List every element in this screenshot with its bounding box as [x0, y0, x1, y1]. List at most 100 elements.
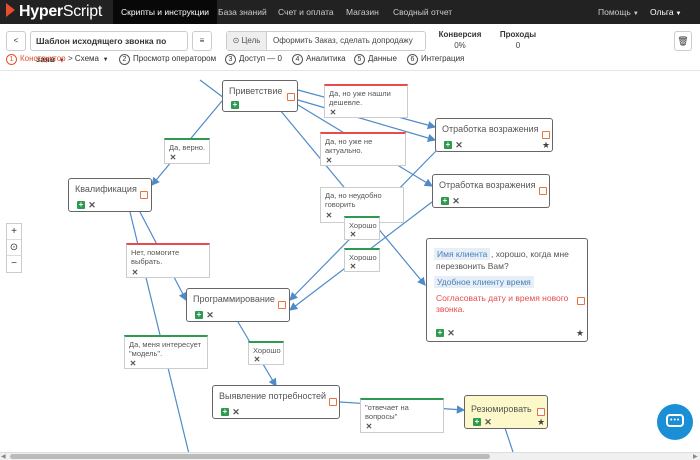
scroll-thumb[interactable] [10, 454, 490, 459]
nav-knowledge-base[interactable]: База знаний [218, 7, 267, 17]
add-icon[interactable]: + [221, 407, 229, 416]
response-yes-found-cheaper[interactable]: Да, но уже нашли дешевле. ✕ [324, 84, 408, 118]
connector-square-icon[interactable] [329, 398, 337, 406]
goal-group[interactable]: ⊙ Цель Оформить Заказ, сделать допродажу [226, 31, 426, 51]
node-programming[interactable]: Программирование + ✕ [186, 288, 290, 322]
step-scheme[interactable]: > Схема ▼ [68, 53, 109, 65]
response-no-help-choose[interactable]: Нет, помогите выбрать. ✕ [126, 243, 210, 278]
add-icon[interactable]: + [473, 417, 481, 426]
star-icon[interactable]: ★ [576, 328, 585, 338]
delete-icon[interactable]: ✕ [329, 108, 337, 117]
zoom-reset-button[interactable]: ⊙ [7, 240, 21, 256]
delete-icon[interactable]: ✕ [447, 328, 455, 338]
response-ok-3[interactable]: Хорошо ✕ [248, 341, 284, 365]
scroll-left-icon[interactable]: ◀ [1, 454, 6, 460]
node-needs-discovery[interactable]: Выявление потребностей + ✕ [212, 385, 340, 419]
add-icon[interactable]: + [441, 196, 449, 205]
trash-icon: 🗑 [677, 36, 689, 46]
connector-square-icon[interactable] [542, 131, 550, 139]
delete-icon[interactable]: ✕ [325, 211, 333, 220]
chat-widget-button[interactable]: ••• [657, 404, 693, 440]
script-select[interactable]: Шаблон исходящего звонка по заяв ▼ [30, 31, 188, 64]
logo[interactable]: HyperScript [6, 3, 102, 21]
step-label: Аналитика [306, 54, 346, 63]
chevron-down-icon: ▼ [101, 57, 109, 63]
response-yes-right[interactable]: Да, верно. ✕ [164, 138, 210, 164]
help-menu[interactable]: Помощь▼ [598, 0, 639, 24]
node-qualification[interactable]: Квалификация + ✕ [68, 178, 152, 212]
variable-chip-client-name[interactable]: Имя клиента [434, 248, 491, 260]
step-label: Интеграция [421, 54, 465, 63]
node-greeting[interactable]: Приветствие + [222, 80, 298, 112]
zoom-in-button[interactable]: + [7, 224, 21, 240]
user-menu[interactable]: Ольга▼ [650, 0, 682, 24]
delete-icon[interactable]: ✕ [169, 153, 177, 162]
callback-instruction-1: Согласовать дату и время нового [436, 293, 569, 303]
star-icon[interactable]: ★ [537, 417, 546, 427]
delete-icon[interactable]: ✕ [455, 140, 463, 150]
variable-chip-convenient-time[interactable]: Удобное клиенту время [434, 276, 534, 288]
step-number: 6 [407, 54, 418, 65]
connector-square-icon[interactable] [539, 187, 547, 195]
delete-icon[interactable]: ✕ [232, 407, 240, 417]
add-icon[interactable]: + [444, 140, 452, 149]
add-icon[interactable]: + [77, 200, 85, 209]
node-objection-2[interactable]: Отработка возражения + ✕ [432, 174, 550, 208]
response-line: Да, но уже нашли [329, 89, 391, 98]
response-yes-not-relevant[interactable]: Да, но уже не актуально. ✕ [320, 132, 406, 166]
delete-icon[interactable]: ✕ [129, 359, 137, 368]
delete-icon[interactable]: ✕ [452, 196, 460, 206]
callback-instruction-2: звонка. [436, 304, 465, 314]
response-ok-1[interactable]: Хорошо ✕ [344, 216, 380, 240]
add-icon[interactable]: + [231, 100, 239, 109]
step-number: 5 [354, 54, 365, 65]
scroll-right-icon[interactable]: ▶ [693, 454, 698, 460]
connector-square-icon[interactable] [287, 93, 295, 101]
response-ok-2[interactable]: Хорошо ✕ [344, 248, 380, 272]
response-answers-questions[interactable]: "отвечает на вопросы" ✕ [360, 398, 444, 433]
delete-icon[interactable]: ✕ [349, 230, 357, 239]
delete-icon[interactable]: ✕ [88, 200, 96, 210]
connector-square-icon[interactable] [577, 297, 585, 305]
delete-icon[interactable]: ✕ [206, 310, 214, 320]
node-summarize[interactable]: Резюмировать + ✕ ★ [464, 395, 548, 429]
delete-icon[interactable]: ✕ [131, 268, 139, 277]
nav-summary-report[interactable]: Сводный отчет [393, 7, 453, 17]
nav-scripts[interactable]: Скрипты и инструкции [113, 0, 217, 24]
connector-square-icon[interactable] [537, 408, 545, 416]
response-line: Хорошо [349, 253, 377, 262]
delete-button[interactable]: 🗑 [674, 31, 692, 51]
back-button[interactable]: < [6, 31, 26, 51]
conversion-value: 0% [454, 41, 466, 50]
step-label: Схема [74, 54, 99, 63]
connector-square-icon[interactable] [278, 301, 286, 309]
response-line: дешевле. [329, 98, 363, 107]
delete-icon[interactable]: ✕ [253, 355, 261, 364]
connector-square-icon[interactable] [140, 191, 148, 199]
add-icon[interactable]: + [195, 310, 203, 319]
goal-value[interactable]: Оформить Заказ, сделать допродажу [273, 36, 413, 45]
node-title: Отработка возражения [439, 180, 536, 190]
node-objection-1[interactable]: Отработка возражения + ✕ ★ [435, 118, 553, 152]
star-icon[interactable]: ★ [542, 140, 551, 150]
response-model-interest[interactable]: Да, меня интересует "модель". ✕ [124, 335, 208, 369]
horizontal-scrollbar[interactable]: ◀ ▶ [0, 452, 700, 460]
delete-icon[interactable]: ✕ [349, 262, 357, 271]
menu-button[interactable]: ≡ [192, 31, 212, 51]
add-icon[interactable]: + [436, 328, 444, 337]
nav-billing[interactable]: Счет и оплата [278, 7, 334, 17]
conversion-stat: Конверсия 0% [430, 30, 490, 50]
zoom-out-button[interactable]: − [11, 258, 17, 269]
delete-icon[interactable]: ✕ [325, 156, 333, 165]
nav-shop[interactable]: Магазин [346, 7, 379, 17]
delete-icon[interactable]: ✕ [484, 417, 492, 427]
delete-icon[interactable]: ✕ [365, 422, 373, 431]
help-label: Помощь [598, 7, 631, 17]
node-callback[interactable]: Имя клиента , хорошо, когда мне перезвон… [426, 238, 588, 342]
